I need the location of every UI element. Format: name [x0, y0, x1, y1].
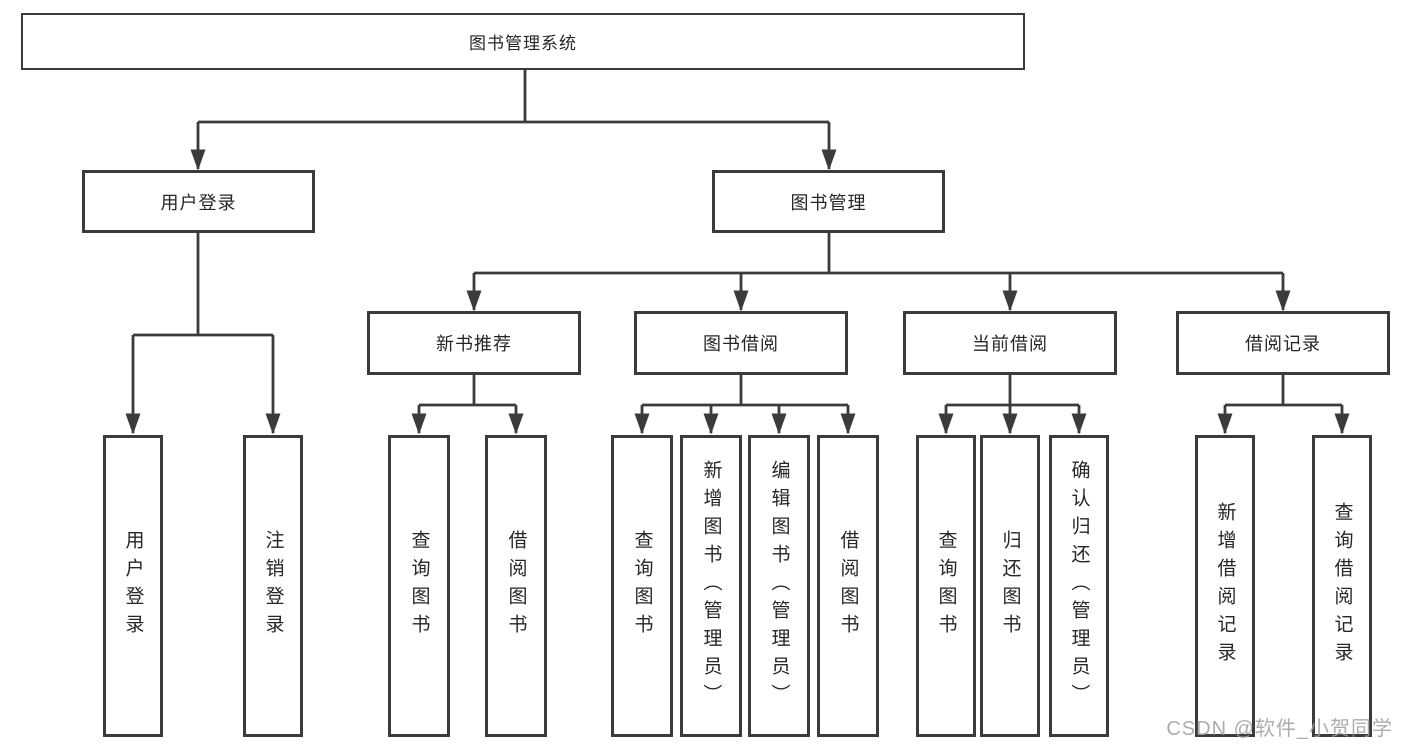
leaf-return-books-label: 归还图书: [999, 530, 1021, 642]
node-new-book-recommendation: 新书推荐: [367, 311, 581, 375]
node-current-borrowing: 当前借阅: [903, 311, 1117, 375]
leaf-add-borrow-record-label: 新增借阅记录: [1214, 502, 1236, 670]
leaf-add-books-admin: 新增图书（管理员）: [680, 435, 742, 737]
leaf-query-books-current: 查询图书: [916, 435, 976, 737]
leaf-query-books-recommend: 查询图书: [388, 435, 450, 737]
node-current-borrowing-label: 当前借阅: [972, 334, 1048, 354]
leaf-borrow-books-recommend: 借阅图书: [485, 435, 547, 737]
node-book-borrowing: 图书借阅: [634, 311, 848, 375]
watermark: CSDN @软件_小贺同学: [1166, 718, 1393, 740]
node-user-login: 用户登录: [82, 170, 315, 233]
node-borrowing-records: 借阅记录: [1176, 311, 1390, 375]
leaf-user-login-label: 用户登录: [122, 530, 144, 642]
leaf-add-books-admin-label: 新增图书（管理员）: [700, 460, 722, 712]
leaf-confirm-return-admin-label: 确认归还（管理员）: [1068, 460, 1090, 712]
leaf-logout-label: 注销登录: [262, 530, 284, 642]
leaf-edit-books-admin: 编辑图书（管理员）: [748, 435, 810, 737]
leaf-borrow-books-borrowing-label: 借阅图书: [837, 530, 859, 642]
leaf-add-borrow-record: 新增借阅记录: [1195, 435, 1255, 737]
leaf-confirm-return-admin: 确认归还（管理员）: [1049, 435, 1109, 737]
node-book-borrowing-label: 图书借阅: [703, 334, 779, 354]
leaf-return-books: 归还图书: [980, 435, 1040, 737]
leaf-query-books-recommend-label: 查询图书: [408, 530, 430, 642]
leaf-query-borrow-record-label: 查询借阅记录: [1331, 502, 1353, 670]
node-user-login-label: 用户登录: [160, 192, 237, 213]
node-book-management: 图书管理: [712, 170, 945, 233]
leaf-query-borrow-record: 查询借阅记录: [1312, 435, 1372, 737]
leaf-query-books-borrowing: 查询图书: [611, 435, 673, 737]
node-root-label: 图书管理系统: [469, 34, 577, 53]
leaf-borrow-books-recommend-label: 借阅图书: [505, 530, 527, 642]
node-new-book-recommendation-label: 新书推荐: [436, 334, 512, 354]
leaf-borrow-books-borrowing: 借阅图书: [817, 435, 879, 737]
leaf-query-books-borrowing-label: 查询图书: [631, 530, 653, 642]
leaf-query-books-current-label: 查询图书: [935, 530, 957, 642]
leaf-edit-books-admin-label: 编辑图书（管理员）: [768, 460, 790, 712]
leaf-user-login: 用户登录: [103, 435, 163, 737]
node-borrowing-records-label: 借阅记录: [1245, 334, 1321, 354]
node-root-system: 图书管理系统: [21, 13, 1025, 70]
leaf-logout: 注销登录: [243, 435, 303, 737]
node-book-management-label: 图书管理: [790, 192, 867, 213]
